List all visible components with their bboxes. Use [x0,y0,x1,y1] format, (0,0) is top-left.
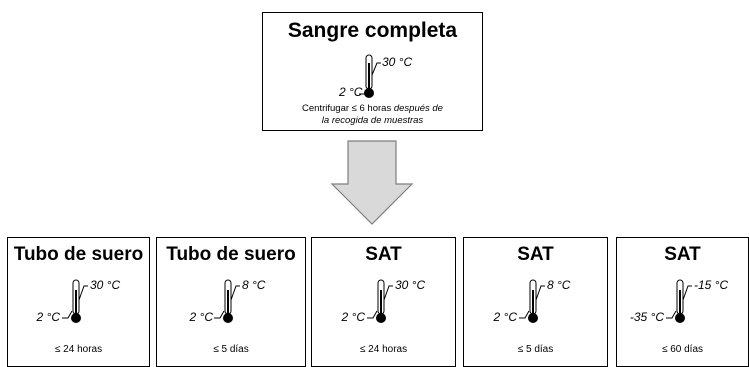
down-arrow-icon [330,140,414,225]
thermometer-icon [223,279,240,323]
note-italic-2: la recogida de muestras [321,115,424,126]
thermometer-icon [364,54,381,98]
source-title: Sangre completa [287,19,458,42]
target-box: SAT -15 °C -35 °C ≤ 60 días [616,237,749,367]
thermometer-icon [528,279,545,323]
duration-label: ≤ 24 horas [359,344,408,355]
source-note: Centrifugar ≤ 6 horas después de la reco… [263,103,482,127]
temp-low-label: 2 °C [493,310,517,324]
target-title: Tubo de suero [13,244,144,265]
duration-label: ≤ 24 horas [54,344,103,355]
target-box: Tubo de suero 8 °C 2 °C ≤ 5 días [156,237,306,367]
target-title: SAT [517,244,554,265]
temp-high-label: 8 °C [242,278,266,292]
target-title: SAT [365,244,402,265]
temp-low-label: 2 °C [339,85,363,99]
temp-low-label: 2 °C [341,310,365,324]
temp-high-label: -15 °C [694,278,729,292]
target-title: Tubo de suero [166,244,296,265]
note-italic-1: después de [393,103,443,114]
target-box: SAT 8 °C 2 °C ≤ 5 días [463,237,608,367]
duration-label: ≤ 5 días [517,344,554,355]
temp-high-label: 30 °C [382,55,413,69]
source-box: Sangre completa 30 °C 2 °C Centrifugar ≤… [262,12,483,131]
target-title: SAT [664,244,701,265]
thermometer-icon [71,279,88,323]
target-box: Tubo de suero 30 °C 2 °C ≤ 24 horas [7,237,150,367]
temp-low-label: 2 °C [189,310,213,324]
thermometer-icon [675,279,692,323]
low-tick-line [367,310,378,319]
low-tick-line [666,310,677,319]
duration-label: ≤ 5 días [213,344,249,355]
temp-high-label: 30 °C [90,278,121,292]
temp-high-label: 30 °C [395,278,426,292]
thermometer-icon [376,279,393,323]
target-box: SAT 30 °C 2 °C ≤ 24 horas [311,237,456,367]
low-tick-line [214,310,225,319]
duration-label: ≤ 60 días [661,344,704,355]
temp-high-label: 8 °C [547,278,571,292]
temp-low-label: -35 °C [629,310,664,324]
low-tick-line [359,86,370,95]
temp-low-label: 2 °C [36,310,60,324]
low-tick-line [62,310,73,319]
low-tick-line [519,310,530,319]
note-plain: Centrifugar ≤ 6 horas [302,103,392,114]
